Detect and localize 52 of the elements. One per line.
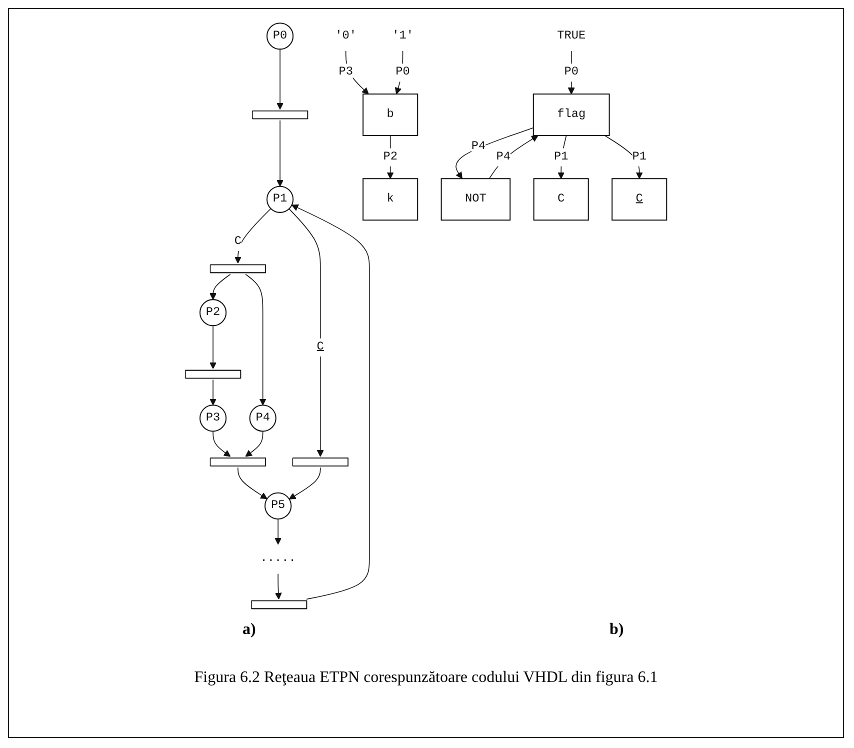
edge-label: C bbox=[234, 234, 242, 248]
arrow bbox=[604, 135, 643, 179]
panel-label: a) bbox=[242, 621, 256, 639]
arrow bbox=[210, 325, 216, 370]
arrow bbox=[568, 50, 575, 94]
node-circle: P1 bbox=[266, 186, 294, 213]
edge-label: P4 bbox=[471, 139, 486, 153]
panel-label: b) bbox=[609, 621, 624, 639]
arrow bbox=[276, 120, 284, 187]
node-circle: P2 bbox=[199, 299, 227, 326]
arrow bbox=[456, 127, 534, 179]
arrow bbox=[245, 274, 266, 406]
arrow bbox=[288, 467, 321, 500]
arrow bbox=[288, 208, 324, 457]
node-circle: P5 bbox=[264, 492, 292, 520]
node-box: C bbox=[612, 178, 668, 221]
arrow bbox=[345, 50, 369, 94]
node-circle: P4 bbox=[249, 404, 276, 432]
edge-label: P0 bbox=[396, 65, 410, 79]
arrow bbox=[276, 48, 284, 110]
arrow bbox=[212, 430, 231, 457]
arrow bbox=[234, 208, 272, 264]
edge-label: P3 bbox=[338, 65, 353, 79]
node-text: ..... bbox=[260, 552, 296, 566]
arrow bbox=[488, 135, 538, 180]
node-box: b bbox=[362, 94, 418, 136]
arrow bbox=[292, 204, 370, 600]
arrow bbox=[386, 135, 394, 179]
node-box: C bbox=[533, 178, 589, 221]
edge-label: P1 bbox=[554, 150, 568, 164]
node-text: '0' bbox=[335, 28, 357, 42]
arrow bbox=[210, 379, 216, 406]
edge-label: P4 bbox=[496, 150, 510, 164]
arrow bbox=[394, 50, 404, 94]
arrow bbox=[210, 274, 231, 300]
arrow bbox=[558, 135, 567, 179]
arrow bbox=[238, 467, 268, 500]
node-box: k bbox=[362, 178, 418, 221]
node-circle: P0 bbox=[266, 22, 294, 50]
arrow bbox=[245, 430, 264, 457]
node-box: NOT bbox=[440, 178, 511, 221]
edge-label: P2 bbox=[383, 150, 398, 164]
edge-label: C bbox=[316, 340, 324, 354]
arrow bbox=[274, 518, 282, 545]
node-circle: P3 bbox=[199, 404, 227, 432]
node-box: flag bbox=[532, 94, 610, 136]
node-text: TRUE bbox=[557, 28, 586, 42]
edge-label: P0 bbox=[564, 65, 578, 79]
node-text: '1' bbox=[392, 28, 414, 42]
figure-caption: Figura 6.2 Reţeaua ETPN corespunzătoare codului VHDL din figura 6.1 bbox=[193, 669, 659, 687]
arrow bbox=[274, 574, 282, 600]
edge-label: P1 bbox=[632, 150, 646, 164]
